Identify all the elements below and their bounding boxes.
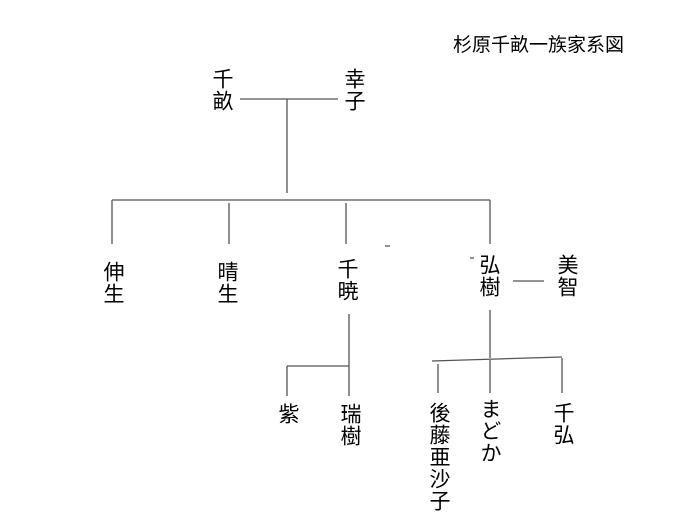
line-hiroki-children-bar	[431, 356, 563, 362]
person-hiroki: 弘樹	[477, 254, 501, 298]
family-tree-title: 杉原千畝一族家系図	[453, 34, 625, 56]
person-mizuki: 瑞樹	[338, 403, 362, 447]
person-goto-asako: 後藤亜沙子	[427, 402, 451, 512]
person-madoka: まどか	[478, 398, 502, 464]
person-murasaki: 紫	[276, 403, 300, 425]
person-nobuo: 伸生	[101, 261, 125, 305]
person-chihiro: 千弘	[551, 402, 575, 446]
person-michi: 美智	[555, 254, 579, 298]
person-chiaki: 千暁	[335, 258, 359, 302]
person-chiune: 千畝	[210, 68, 234, 112]
person-haruki: 晴生	[215, 261, 239, 305]
person-yukiko: 幸子	[342, 68, 366, 112]
